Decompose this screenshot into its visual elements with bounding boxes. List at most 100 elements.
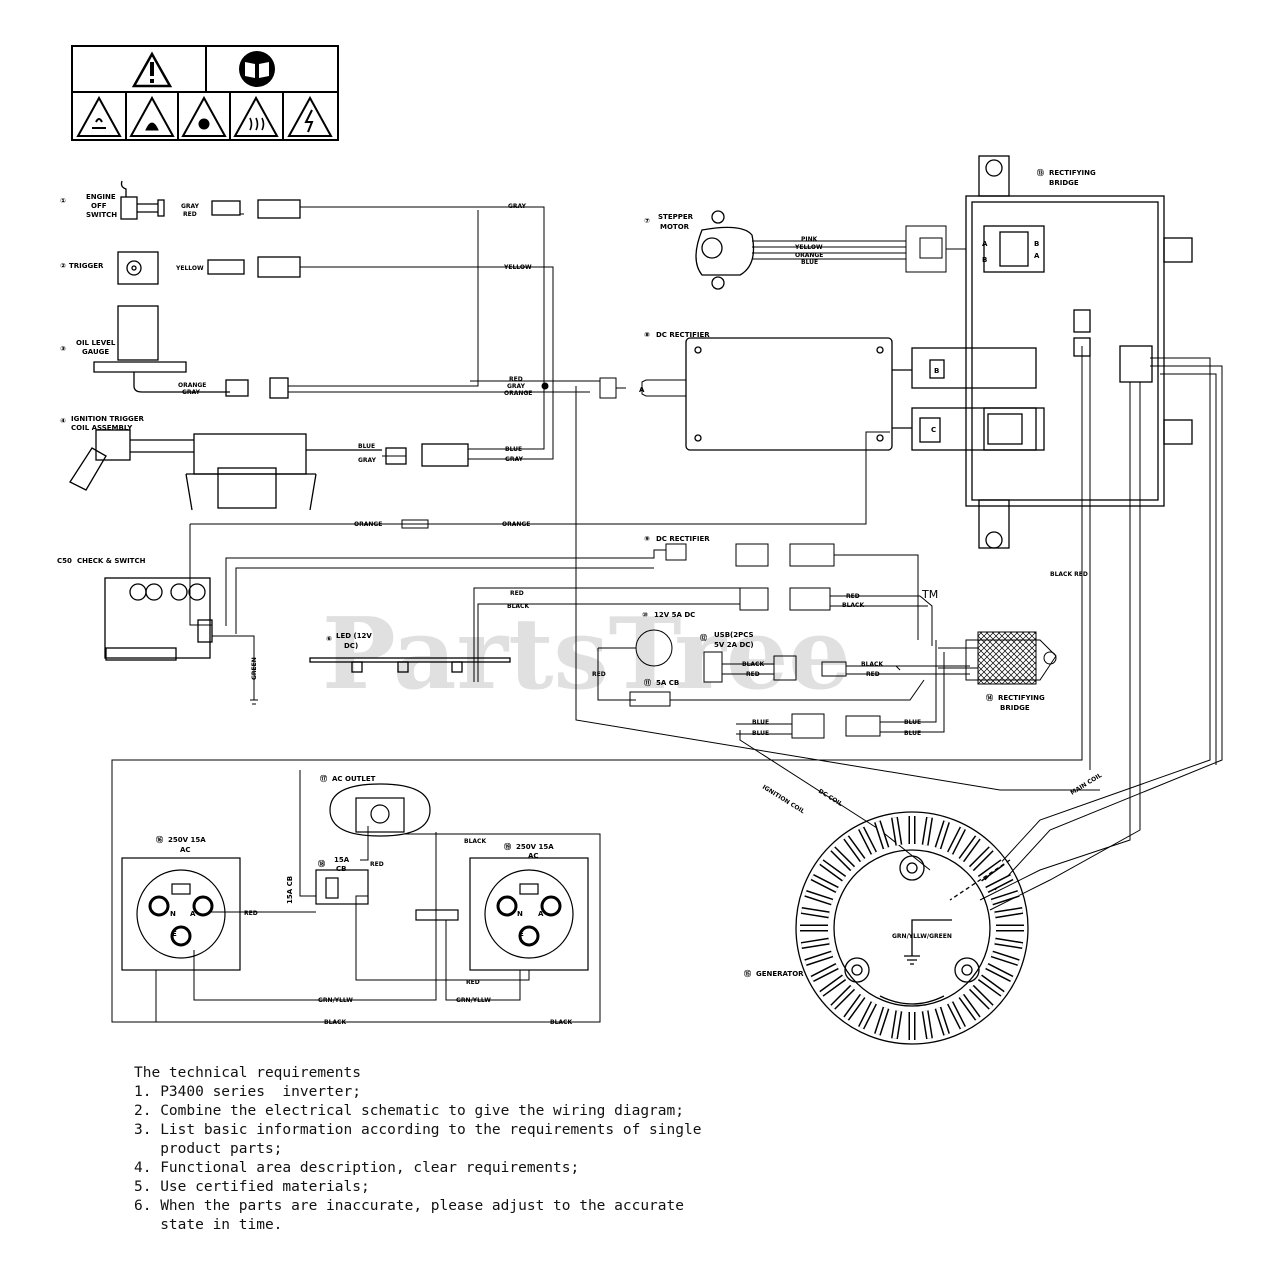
note-line: 2. Combine the electrical schematic to g… (134, 1103, 684, 1119)
rec-19-num: ⑲ (504, 842, 511, 851)
stator-tooth-inner (923, 817, 932, 846)
wire-orange-5: ORANGE (795, 252, 823, 259)
stator-tooth-inner (991, 952, 1020, 965)
wire-yellow-1: YELLOW (175, 265, 204, 272)
stator-tooth-inner (844, 994, 865, 1020)
dc-rect-8-label: DC RECTIFIER (656, 331, 710, 339)
engine-off-label-2: OFF (91, 202, 107, 210)
ac-wires (155, 770, 601, 1023)
ignition-trigger-coil (69, 429, 469, 511)
stepper-label-1: STEPPER (658, 213, 694, 221)
cb-5a-num: ⑪ (644, 678, 651, 687)
rectifying-bridge-main (965, 155, 1193, 549)
generator-num: ⑮ (744, 969, 751, 978)
stator-tooth-inner (985, 875, 1013, 892)
note-line: 1. P3400 series inverter; (134, 1084, 361, 1100)
conn-n-16: N (170, 910, 176, 918)
stator-tooth-inner (959, 994, 980, 1020)
wire-red-10: RED (466, 979, 480, 986)
wire-red-4: RED (846, 593, 860, 600)
check-switch-board (104, 577, 213, 661)
wire-gray-1: GRAY (181, 203, 200, 210)
engine-off-label-1: ENGINE (86, 193, 116, 201)
warning-icon (131, 51, 173, 88)
rect-bridge-top-label-2: BRIDGE (1049, 179, 1079, 187)
usb-label-2: 5V 2A DC) (714, 641, 754, 649)
stator-tooth-inner (959, 836, 980, 862)
rect-bridge-top-label-1: RECTIFYING (1049, 169, 1096, 177)
receptacle-19 (469, 857, 589, 971)
wire-gray-3: GRAY (182, 389, 201, 396)
wire-ignition-coil: IGNITION COIL (761, 784, 806, 816)
note-line: 3. List basic information according to t… (134, 1122, 702, 1138)
oil-gauge-num: ③ (60, 345, 66, 353)
stator-tooth-inner (831, 985, 855, 1009)
ignition-label-2: COIL ASSEMBLY (71, 424, 133, 432)
led-label-2: DC) (344, 642, 358, 650)
note-line: 4. Functional area description, clear re… (134, 1160, 580, 1176)
engine-off-switch (120, 180, 301, 220)
check-switch-label: CHECK & SWITCH (77, 557, 146, 565)
oil-gauge-label-1: OIL LEVEL (76, 339, 116, 347)
dc-output-wiring (473, 587, 970, 707)
led-num: ⑥ (326, 635, 332, 643)
conn-c-dc8: C (931, 426, 936, 434)
wire-red-3: RED (510, 590, 524, 597)
stepper-label-2: MOTOR (660, 223, 690, 231)
stator-tooth-inner (936, 820, 949, 849)
led-strip (309, 657, 511, 673)
stator-tooth-inner (804, 952, 833, 965)
wire-red-2: RED (509, 376, 523, 383)
stator-tooth-inner (844, 836, 865, 862)
cb-5a-label: 5A CB (656, 679, 679, 687)
conn-a2-bridge: A (1034, 252, 1040, 260)
receptacle-16 (121, 857, 241, 971)
wire-red-5: RED (746, 671, 760, 678)
stator-tooth-inner (811, 964, 839, 981)
hazard-symbols (92, 109, 314, 133)
blue-wire-connectors (791, 640, 945, 739)
watermark: PartsTree (322, 597, 851, 712)
cb-15a-num: ⑱ (318, 859, 325, 868)
engine-off-num: ① (60, 197, 66, 205)
stator-tooth-inner (948, 1001, 965, 1029)
wire-blue-2: BLUE (505, 446, 522, 453)
led-label-1: LED (12V (336, 632, 372, 640)
ac-outlet-num: ⑰ (320, 774, 327, 783)
wire-black-red: BLACK RED (1050, 571, 1088, 578)
dc-rect-9-num: ⑨ (644, 535, 650, 543)
stator-tooth-inner (892, 1010, 901, 1039)
wire-orange-2: ORANGE (504, 390, 532, 397)
oil-gauge-label-2: GAUGE (82, 348, 109, 356)
conn-a-dc8: A (639, 386, 645, 394)
conn-a-16: A (190, 910, 196, 918)
note-line: state in time. (134, 1217, 283, 1233)
conn-b-dc8: B (934, 367, 939, 375)
wire-red-6: RED (866, 671, 880, 678)
wire-blue-3: BLUE (801, 259, 818, 266)
dc-rect-8-num: ⑧ (644, 331, 650, 339)
rect-bridge-14-label-2: BRIDGE (1000, 704, 1030, 712)
engine-off-label-3: SWITCH (86, 211, 117, 219)
wire-red-7: RED (592, 671, 606, 678)
wire-grn-yllw-1: GRN/YLLW (318, 997, 353, 1004)
stator-tooth-inner (811, 875, 839, 892)
usb-num: ⑫ (700, 633, 707, 642)
stator-tooth-inner (859, 1001, 876, 1029)
stator-tooth-inner (875, 820, 888, 849)
wire-grn-yllw-green: GRN/YLLW/GREEN (892, 933, 952, 940)
wire-blue-6: BLUE (904, 719, 921, 726)
dc-rect-9-label: DC RECTIFIER (656, 535, 710, 543)
rec-16-label-2: AC (180, 846, 191, 854)
ac-outlet-label: AC OUTLET (332, 775, 376, 783)
rect-bridge-14-num: ⑭ (986, 693, 993, 702)
wire-gray-5: GRAY (358, 457, 377, 464)
stator-tooth-inner (936, 1007, 949, 1036)
trigger-switch (117, 251, 301, 285)
note-line: 6. When the parts are inaccurate, please… (134, 1198, 684, 1214)
rec-19-label-2: AC (528, 852, 539, 860)
cb-15a-label-1: 15A (334, 856, 350, 864)
wire-red-8: RED (370, 861, 384, 868)
wire-blue-4: BLUE (752, 719, 769, 726)
